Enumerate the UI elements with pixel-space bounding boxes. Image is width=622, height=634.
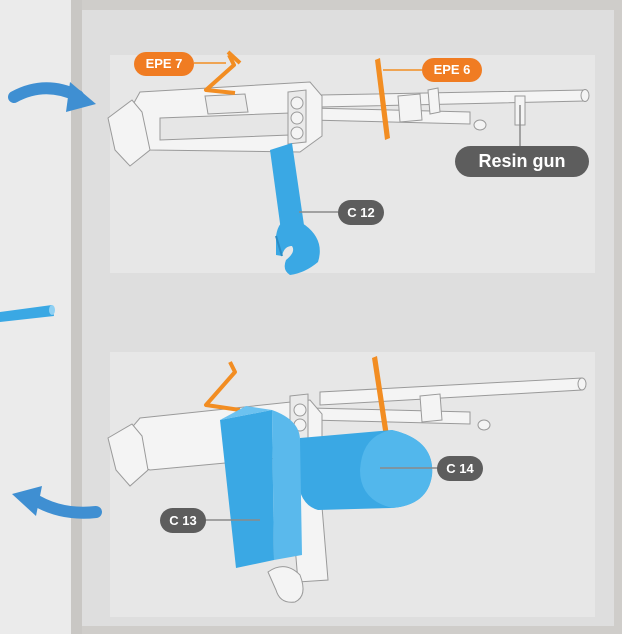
part-c14-drum [298,430,432,510]
label-epe6: EPE 6 [422,58,482,82]
label-resin-gun: Resin gun [455,146,589,177]
label-c14: C 14 [437,456,483,481]
curved-arrow-right-icon [14,82,96,112]
label-c13: C 13 [160,508,206,533]
label-epe7: EPE 7 [134,52,194,76]
part-c12-grip [270,143,320,275]
curved-arrow-left-icon [12,486,96,516]
blue-rod-part [0,305,55,322]
label-c12: C 12 [338,200,384,225]
part-epe7-bracket-installed [206,362,240,410]
part-c13-box [220,406,302,568]
